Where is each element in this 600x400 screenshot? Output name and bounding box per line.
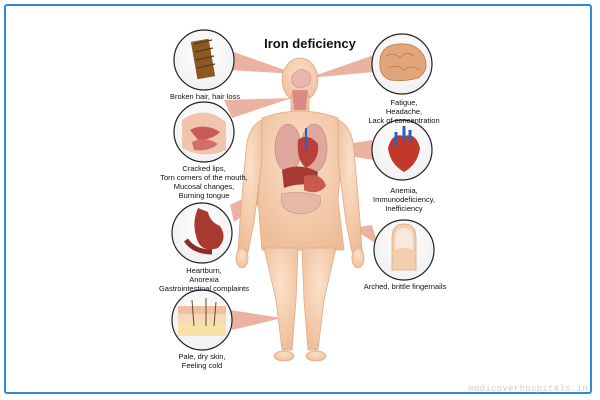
fingernail-icon <box>391 223 417 271</box>
brain-caption: Fatigue, Headache, Lack of concentration <box>368 98 440 125</box>
mouth-circle <box>173 101 235 163</box>
stomach-circle <box>171 202 233 264</box>
mouth-caption: Cracked lips, Torn corners of the mouth,… <box>160 164 248 200</box>
nail-circle <box>373 219 435 281</box>
stomach-icon <box>183 208 224 255</box>
heart-circle <box>371 119 433 181</box>
nail-caption: Arched, brittle fingernails <box>363 282 447 291</box>
skin-caption: Pale, dry skin, Feeling cold <box>178 352 226 370</box>
page-title: Iron deficiency <box>264 36 356 51</box>
mouth-cross-section-icon <box>182 112 226 155</box>
watermark: medicoverhospitals.in <box>468 384 588 394</box>
heart-caption: Anemia, Immunodeficiency, Inefficiency <box>373 186 435 213</box>
heart-icon <box>388 126 420 172</box>
skin-circle <box>171 289 233 351</box>
internal-organs <box>274 69 328 215</box>
brain-icon <box>379 43 427 82</box>
skin-layers-icon <box>178 298 226 336</box>
brain-circle <box>371 33 433 95</box>
hair-circle <box>173 29 235 91</box>
stomach-caption: Heartburn, Anorexia Gastrointestinal com… <box>158 266 250 293</box>
hair-strand-icon <box>190 38 216 80</box>
hair-caption: Broken hair, hair loss <box>169 92 241 101</box>
